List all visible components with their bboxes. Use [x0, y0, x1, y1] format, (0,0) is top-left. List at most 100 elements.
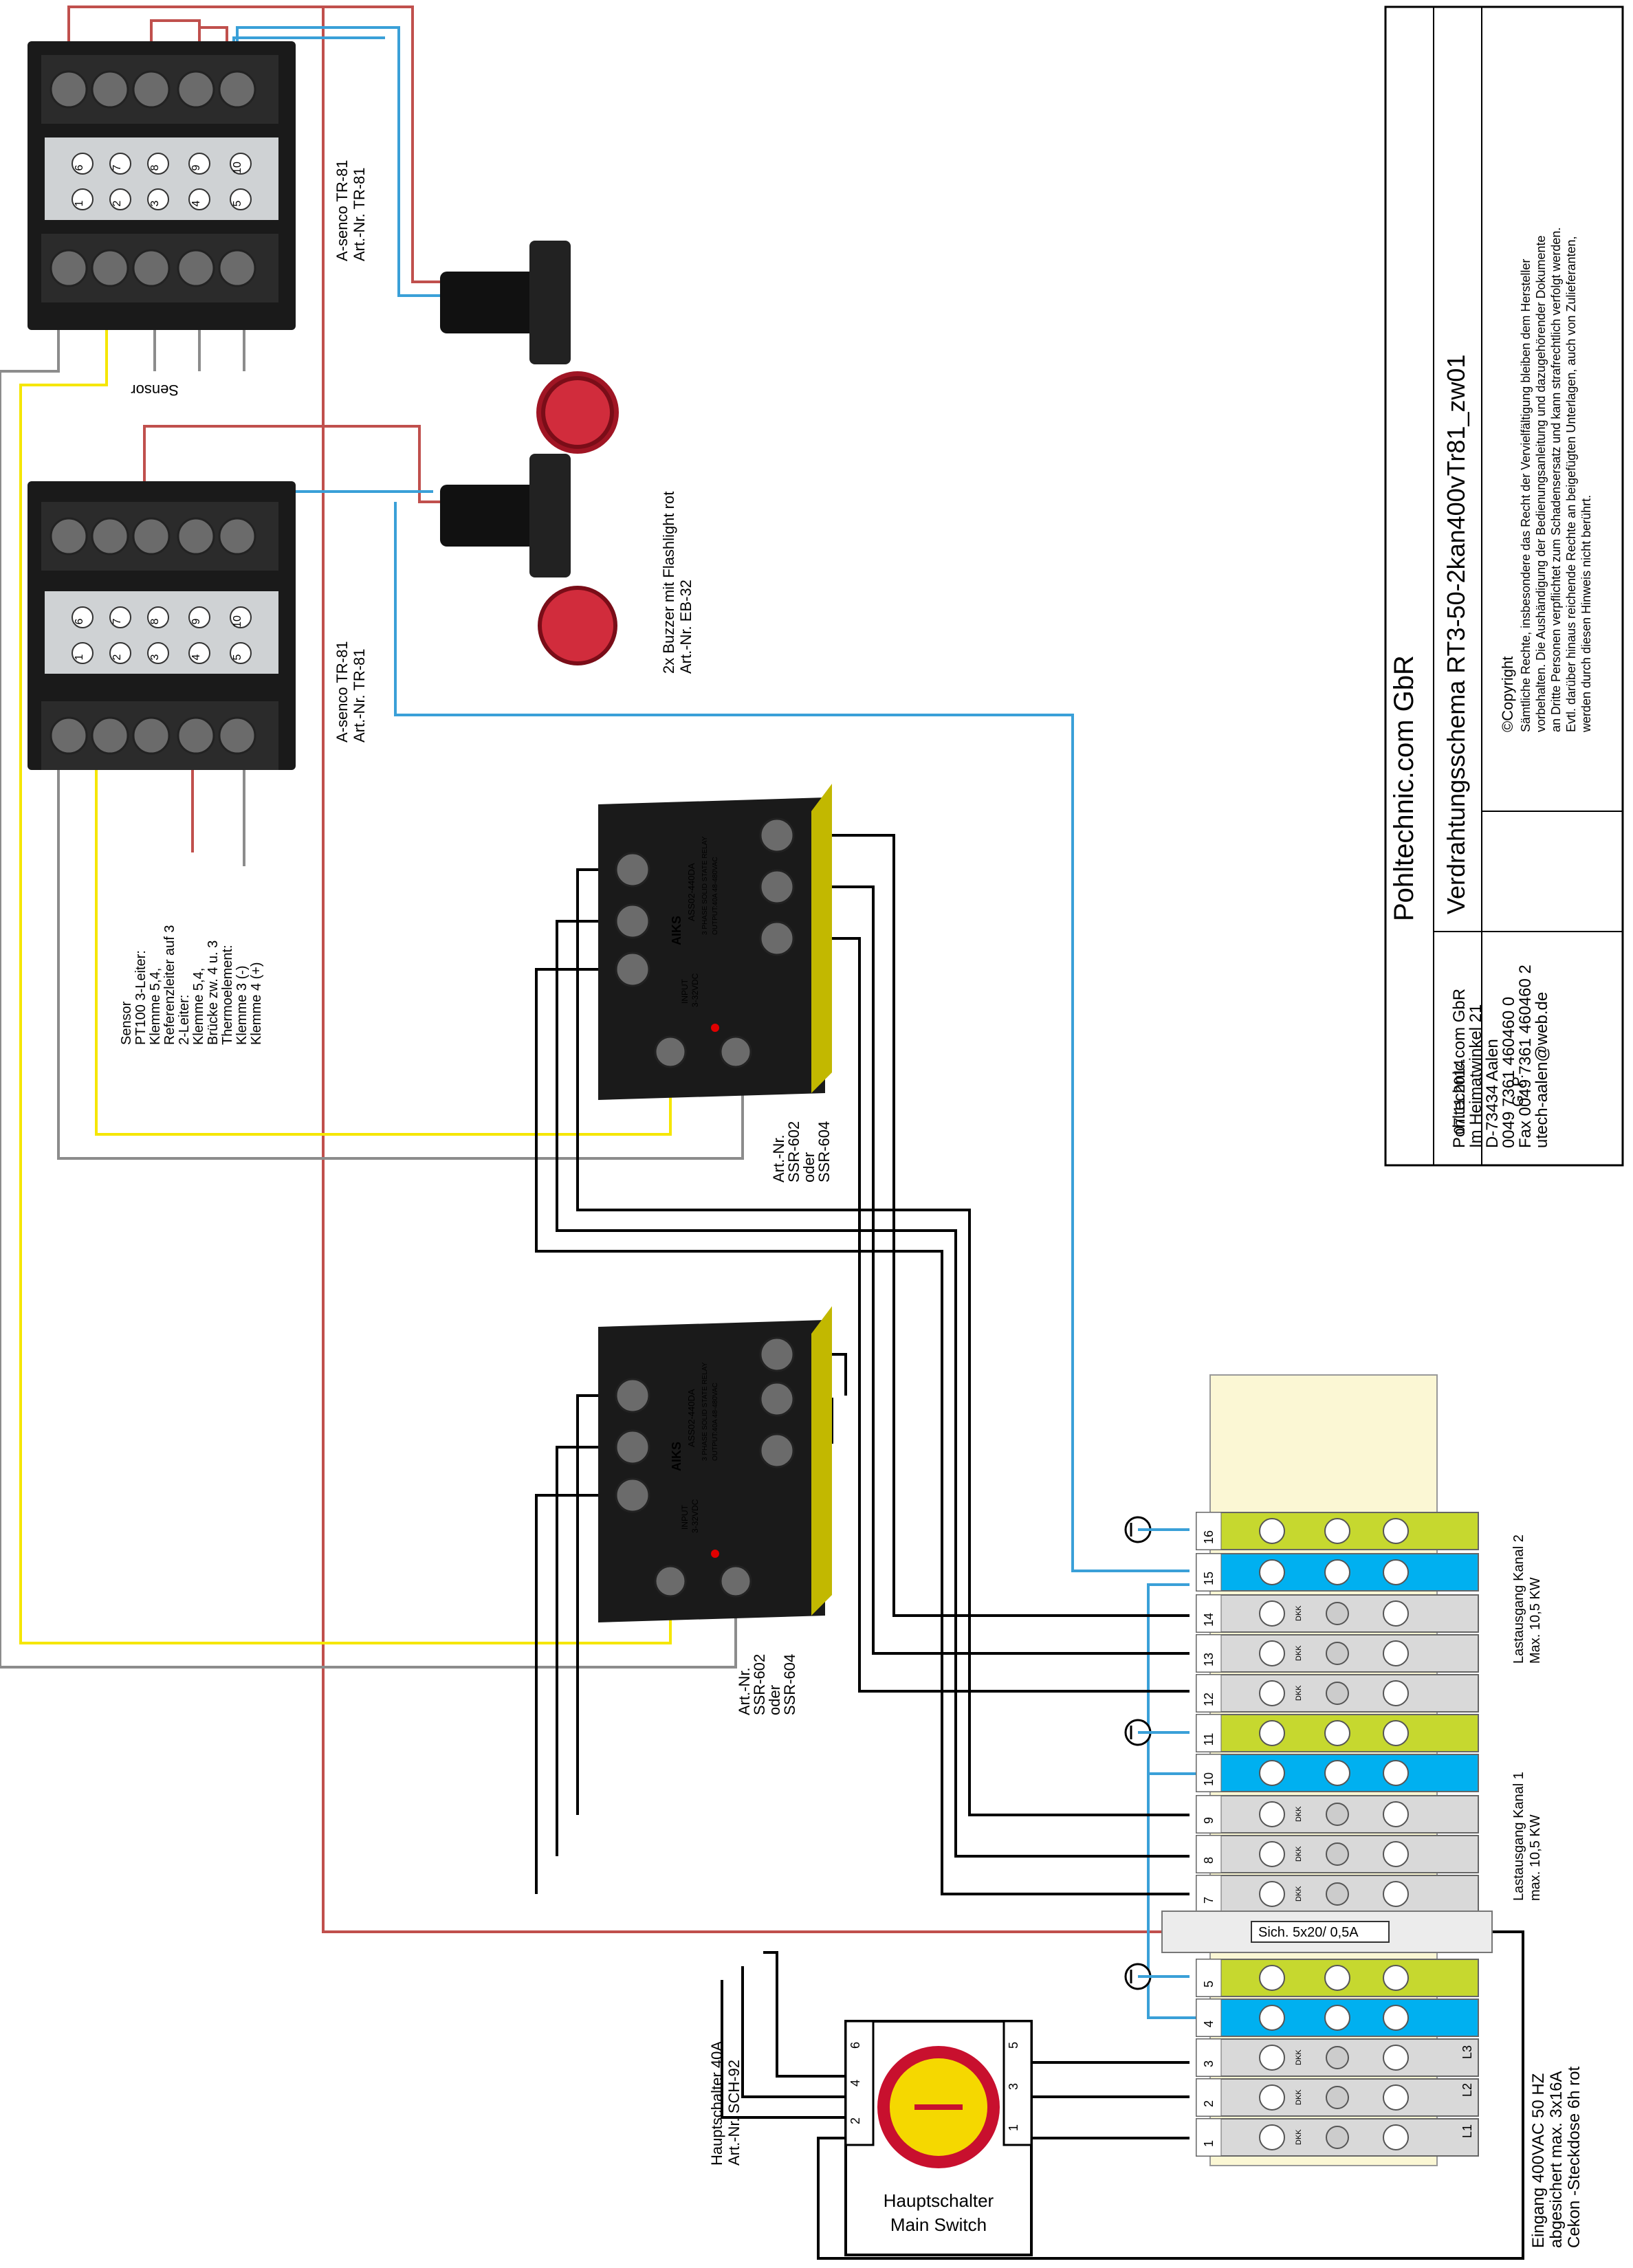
ssr-top-art-1: SSR-602 [785, 1121, 802, 1182]
ms-left-2: 2 [848, 2117, 862, 2124]
phase-l2: L2 [1460, 2083, 1474, 2097]
black-wire-ssr1-in-a [576, 868, 1190, 1816]
terminal-16-screw-1 [1259, 1518, 1285, 1544]
terminal-9-disconnect [1326, 1803, 1349, 1826]
terminal-4-screw-2 [1383, 2005, 1409, 2031]
black-wire-ssr1-in-b [556, 920, 1190, 1858]
ssr-0-brand: AIKS [670, 916, 683, 945]
terminal-8-screw-2 [1383, 1841, 1409, 1867]
buzzer-top [440, 241, 619, 454]
terminal-12-screw-2 [1383, 1680, 1409, 1706]
terminal-10-screw-1 [1259, 1760, 1285, 1786]
ctrl-num-1-top-3: 9 [190, 618, 202, 624]
ssr-0-input1: INPUT [680, 978, 690, 1004]
controller-bottom [28, 481, 296, 770]
yellow-wire-top [19, 289, 672, 1644]
title-address-3: 0049 7361 460460 0 [1500, 997, 1518, 1148]
ssr-0-desc1: 3 PHASE SOLID STATE RELAY [701, 836, 709, 935]
ssr-0-input2: 3-32VDC [690, 973, 700, 1007]
terminal-10-screw-2 [1383, 1760, 1409, 1786]
ssr-1-model: ASS02-440DA [686, 1389, 697, 1447]
input-note-1: abgesichert max. 3x16A [1547, 2071, 1566, 2248]
terminal-4-number: 4 [1202, 2021, 1216, 2027]
controller-bottom-label-1: A-senco TR-81 [333, 641, 351, 742]
terminal-2-number: 2 [1202, 2100, 1216, 2107]
ms-left-4: 4 [848, 2080, 862, 2087]
terminal-4-center [1324, 2005, 1350, 2031]
sensor-note-7: Thermoelement: [220, 945, 235, 1045]
blue-wire-to-15 [394, 502, 1190, 1572]
ctrl-num-0-bot-3: 4 [190, 200, 202, 206]
terminal-11-screw-1 [1259, 1720, 1285, 1746]
main-switch [844, 2020, 1033, 2256]
black-wire-ssr1-a [784, 834, 1190, 1617]
terminal-16-screw-2 [1383, 1518, 1409, 1544]
ssr-0-desc2: OUTPUT:40A 48-480VAC [712, 857, 719, 935]
terminal-7-dkk: DKK [1295, 1886, 1303, 1902]
blue-wire-return-10 [1147, 1772, 1196, 2019]
sensor-note-5: Klemme 5,4, [191, 968, 206, 1045]
wires [0, 5, 1524, 2260]
red-wire-bottom-controller [143, 425, 440, 536]
terminal-15-screw-2 [1383, 1559, 1409, 1585]
terminal-14-label-box [1196, 1594, 1222, 1633]
kanal2-label-0: Lastausgang Kanal 2 [1511, 1534, 1526, 1664]
terminal-14-screw-1 [1259, 1600, 1285, 1627]
terminal-3-dkk: DKK [1295, 2049, 1303, 2065]
ctrl-num-1-bot-1: 2 [111, 654, 123, 660]
terminal-13-number: 13 [1202, 1653, 1216, 1666]
title-author: G. P. [1509, 1075, 1526, 1107]
terminal-12-label-box [1196, 1674, 1222, 1713]
black-wire-ms-7 [817, 1930, 1524, 2260]
terminal-13-dkk: DKK [1295, 1645, 1303, 1661]
terminal-9-number: 9 [1202, 1817, 1216, 1824]
terminal-8-disconnect [1326, 1842, 1349, 1866]
terminal-3-number: 3 [1202, 2060, 1216, 2067]
sensor-note-9: Klemme 4 (+) [249, 962, 264, 1045]
ctrl-num-0-top-0: 6 [74, 164, 85, 170]
black-wire-ssr1-c [784, 937, 1190, 1693]
copyright-text-0: Sämtliche Rechte, insbesondere das Recht… [1519, 259, 1533, 732]
copyright-label: ©Copyright [1499, 657, 1516, 732]
ctrl-num-1-bot-3: 4 [190, 654, 202, 660]
black-wire-ssr2-in-c [535, 1494, 619, 1894]
ssr-top-art-2: oder [800, 1152, 818, 1182]
black-wire-ssr1-in-c [535, 968, 1190, 1895]
gray-wire-bottom [57, 729, 744, 1160]
fuse-label: Sich. 5x20/ 0,5A [1258, 1925, 1359, 1940]
terminal-2-label-box [1196, 2078, 1222, 2117]
copyright-text-4: werden durch diesen Hinweis nicht berühr… [1579, 495, 1593, 733]
black-wire-ms-1 [763, 1951, 859, 2078]
terminal-9-screw-1 [1259, 1801, 1285, 1827]
title-address-1: Im Heimatwinkel 21 [1467, 1004, 1485, 1148]
terminal-7-screw-2 [1383, 1881, 1409, 1907]
terminal-10-label-box [1196, 1754, 1222, 1792]
terminal-1-screw-2 [1383, 2124, 1409, 2150]
terminal-5-screw-2 [1383, 1965, 1409, 1991]
ms-right-5: 5 [1007, 2042, 1020, 2049]
terminal-12-disconnect [1326, 1682, 1349, 1705]
sensor-short-label: Sensor [131, 382, 179, 399]
red-wire-main-feed [322, 7, 1165, 1933]
title-address-2: D-73434 Aalen [1483, 1039, 1502, 1148]
terminal-14-disconnect [1326, 1602, 1349, 1625]
ssr-1-input2: 3-32VDC [690, 1499, 700, 1533]
terminal-5-label-box [1196, 1959, 1222, 1997]
terminal-2-dkk: DKK [1295, 2089, 1303, 2105]
controller-top-label-1: A-senco TR-81 [333, 159, 351, 261]
terminal-11-number: 11 [1202, 1733, 1216, 1746]
terminal-9-screw-2 [1383, 1801, 1409, 1827]
sensor-note-8: Klemme 3 (-) [234, 965, 250, 1045]
terminal-1-number: 1 [1202, 2140, 1216, 2147]
ctrl-num-0-bot-4: 5 [232, 200, 243, 206]
terminal-9-dkk: DKK [1295, 1806, 1303, 1822]
kanal1-label-0: Lastausgang Kanal 1 [1511, 1772, 1526, 1901]
ctrl-num-1-top-0: 6 [74, 618, 85, 624]
title-address-0: Pohltechnic.com GbR [1450, 989, 1469, 1148]
terminal-12-screw-1 [1259, 1680, 1285, 1706]
terminal-8-screw-1 [1259, 1841, 1285, 1867]
terminal-10-center [1324, 1760, 1350, 1786]
terminal-13-label-box [1196, 1634, 1222, 1673]
ssr-1-input1: INPUT [680, 1504, 690, 1530]
terminal-16-label-box [1196, 1512, 1222, 1550]
